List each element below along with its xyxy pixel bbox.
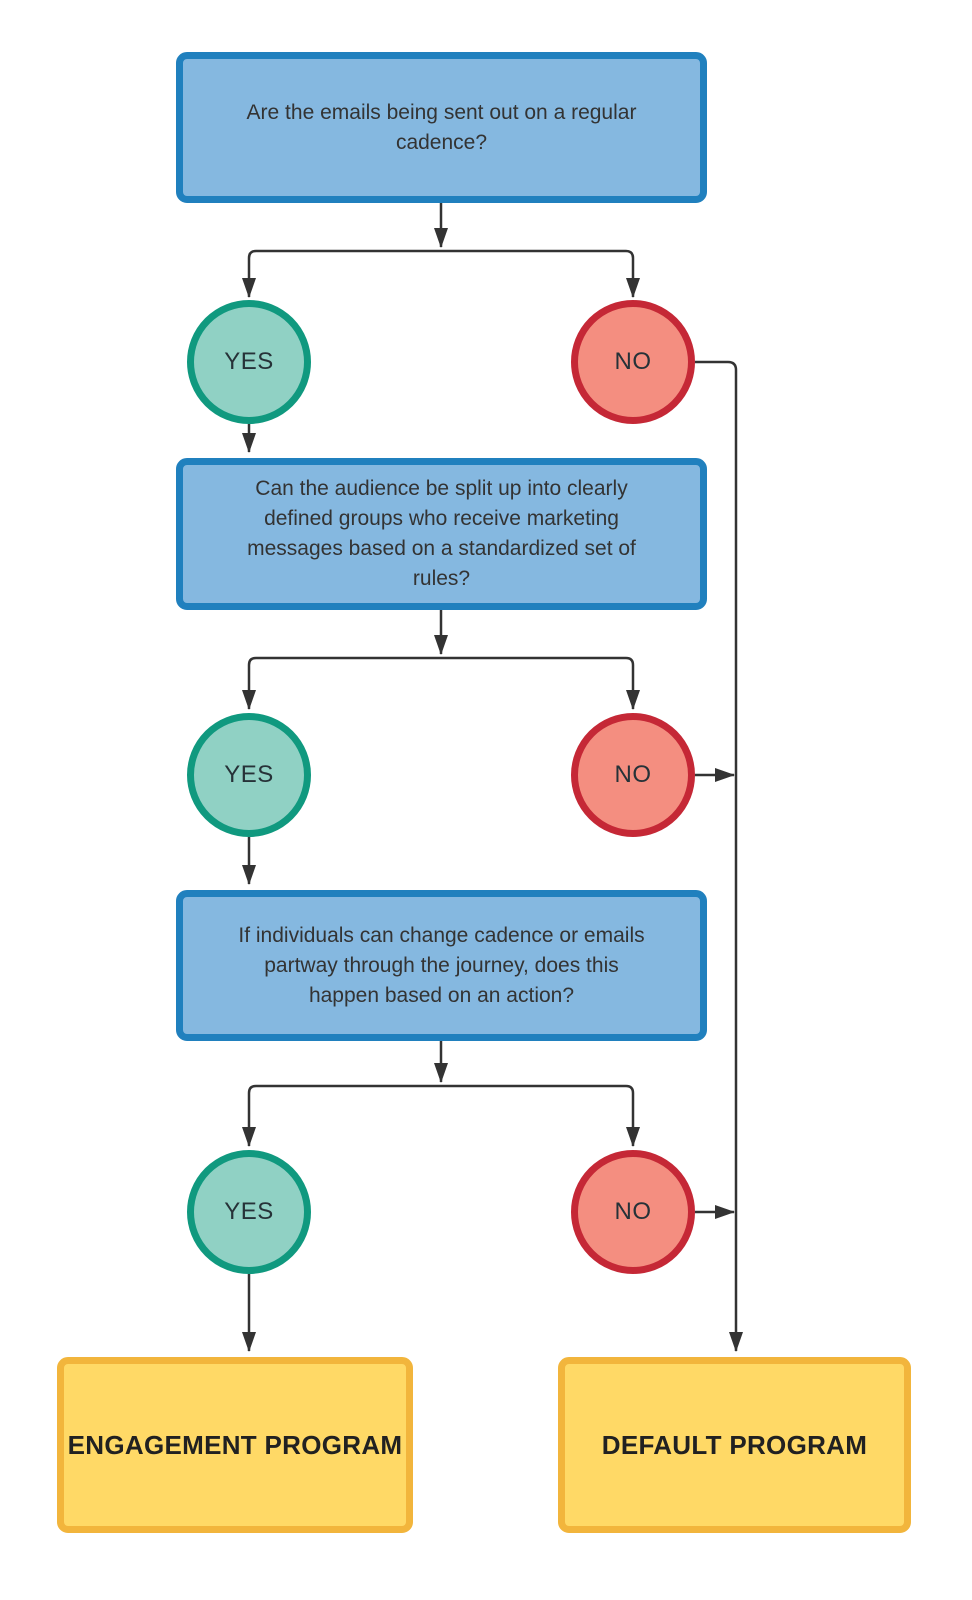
- answer-node-yes-1: YES: [187, 300, 311, 424]
- branch2-yes-no-split: [242, 656, 640, 710]
- answer-node-yes-3: YES: [187, 1150, 311, 1274]
- answer-node-yes-2: YES: [187, 713, 311, 837]
- answer-label: YES: [224, 1198, 274, 1225]
- outcome-node-engagement-program: ENGAGEMENT PROGRAM: [57, 1357, 413, 1533]
- question-node-cadence: Are the emails being sent out on a regul…: [176, 52, 707, 203]
- answer-label: YES: [224, 761, 274, 788]
- outcome-label: DEFAULT PROGRAM: [601, 1429, 868, 1460]
- answer-label: YES: [224, 348, 274, 375]
- question-text: Can the audience be split up into clearl…: [247, 477, 636, 590]
- answer-node-no-1: NO: [571, 300, 695, 424]
- question-text: Are the emails being sent out on a regul…: [246, 100, 637, 154]
- answer-node-no-3: NO: [571, 1150, 695, 1274]
- branch3-yes-no-split: [242, 1084, 640, 1147]
- answer-node-no-2: NO: [571, 713, 695, 837]
- answer-label: NO: [614, 1198, 652, 1225]
- answer-label: NO: [614, 761, 652, 788]
- rail-no1-to-default: [695, 360, 743, 1352]
- question-node-cadence-change: If individuals can change cadence or ema…: [176, 890, 707, 1041]
- answer-label: NO: [614, 348, 652, 375]
- outcome-label: ENGAGEMENT PROGRAM: [67, 1429, 403, 1460]
- question-text: If individuals can change cadence or ema…: [238, 923, 645, 1007]
- outcome-node-default-program: DEFAULT PROGRAM: [558, 1357, 911, 1533]
- question-node-audience-groups: Can the audience be split up into clearl…: [176, 458, 707, 610]
- branch1-yes-no-split: [242, 249, 640, 298]
